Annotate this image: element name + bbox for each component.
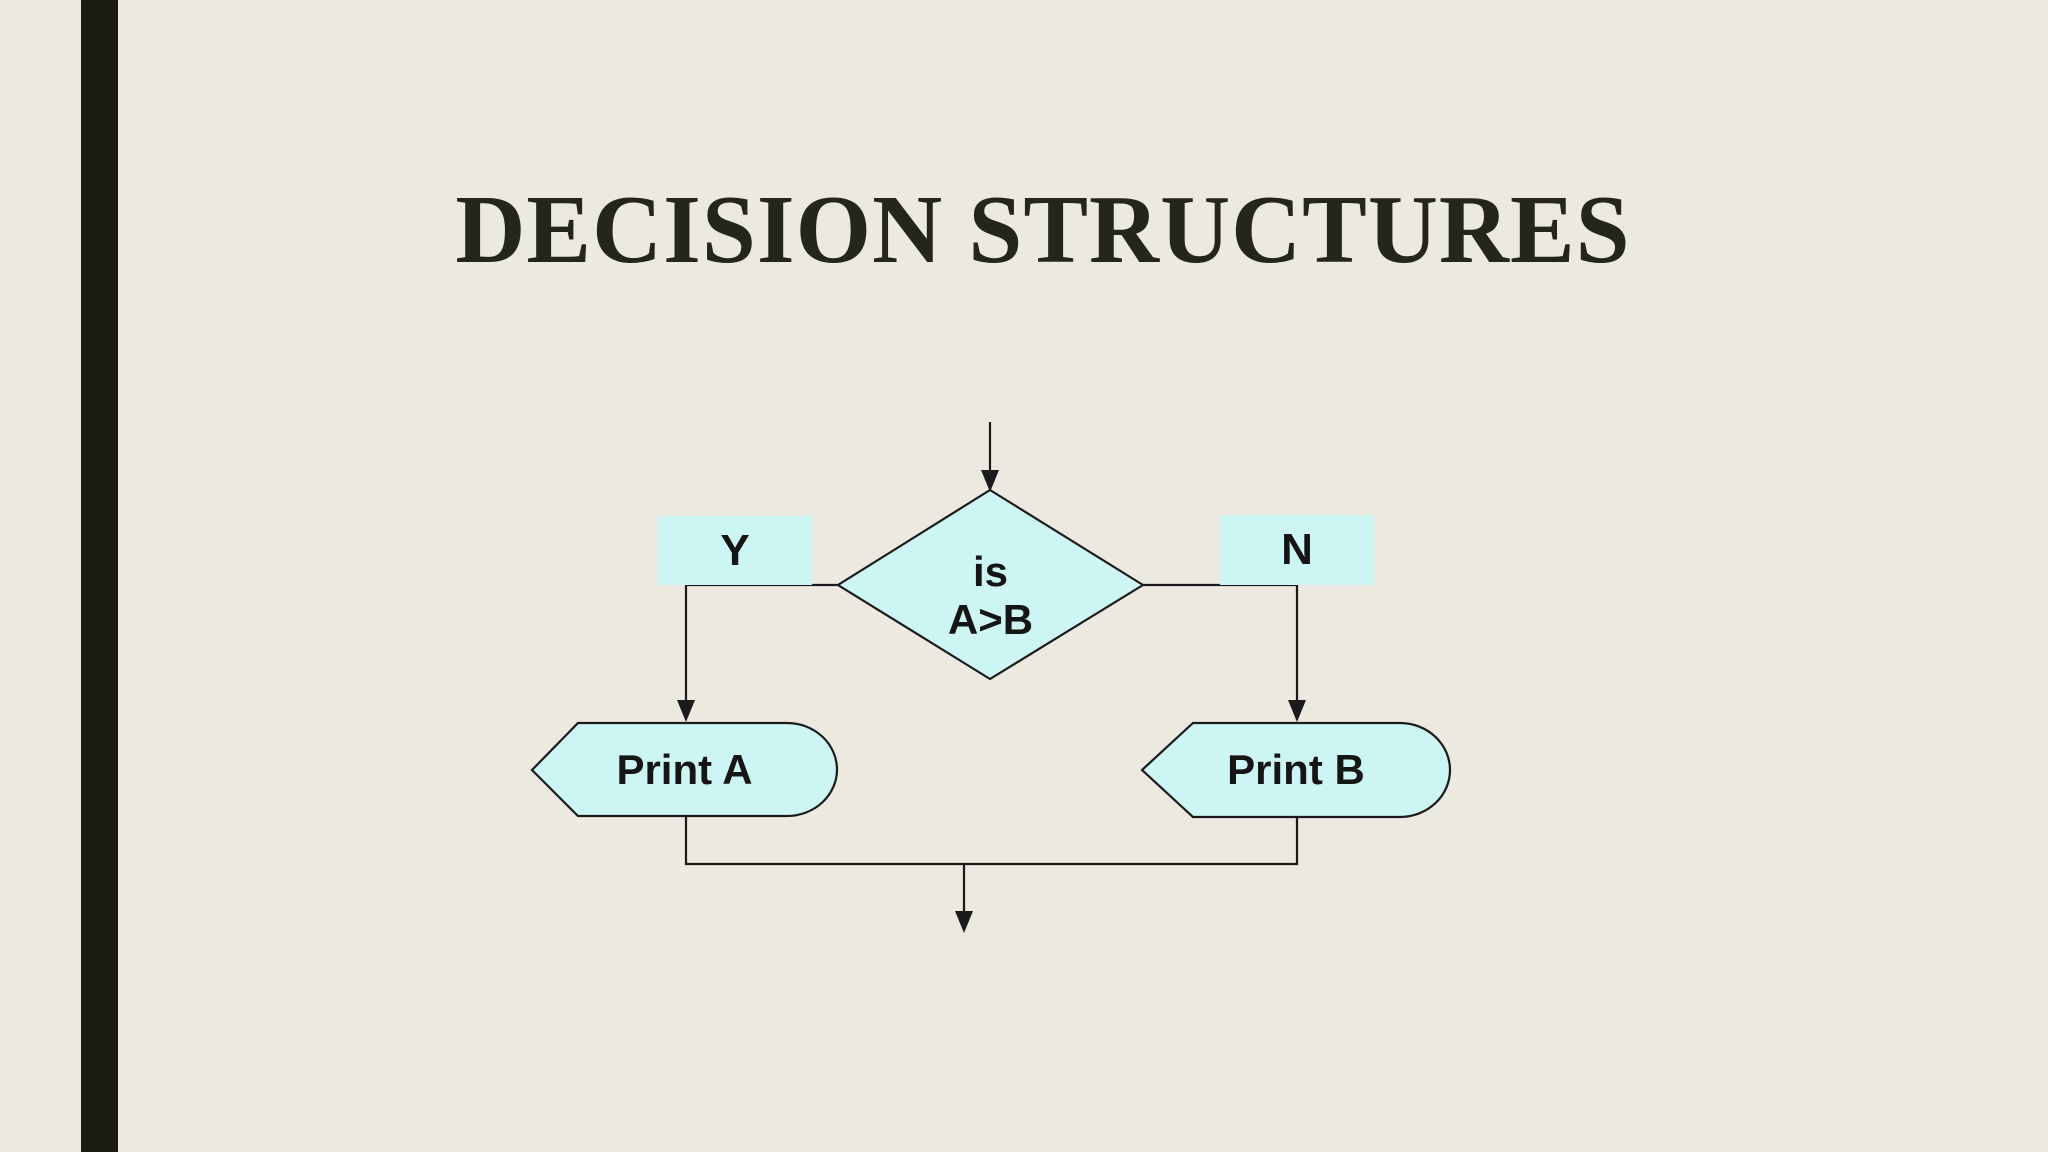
- arrow-down-icon: [955, 911, 973, 933]
- no-tag-box: [1220, 515, 1374, 585]
- yes-tag-box: [658, 516, 812, 585]
- decision-diamond: [835, 488, 1146, 681]
- arrow-down-icon: [1288, 700, 1306, 722]
- left-accent-bar: [81, 0, 118, 1152]
- arrow-down-icon: [981, 470, 999, 492]
- yes-branch-connector: [684, 583, 838, 709]
- print-a-shape: [530, 721, 839, 818]
- print-b-shape: [1140, 721, 1452, 819]
- no-branch-connector: [1143, 583, 1299, 709]
- merge-connector: [684, 816, 1299, 866]
- page-title: DECISION STRUCTURES: [455, 175, 1631, 283]
- arrow-down-icon: [677, 700, 695, 722]
